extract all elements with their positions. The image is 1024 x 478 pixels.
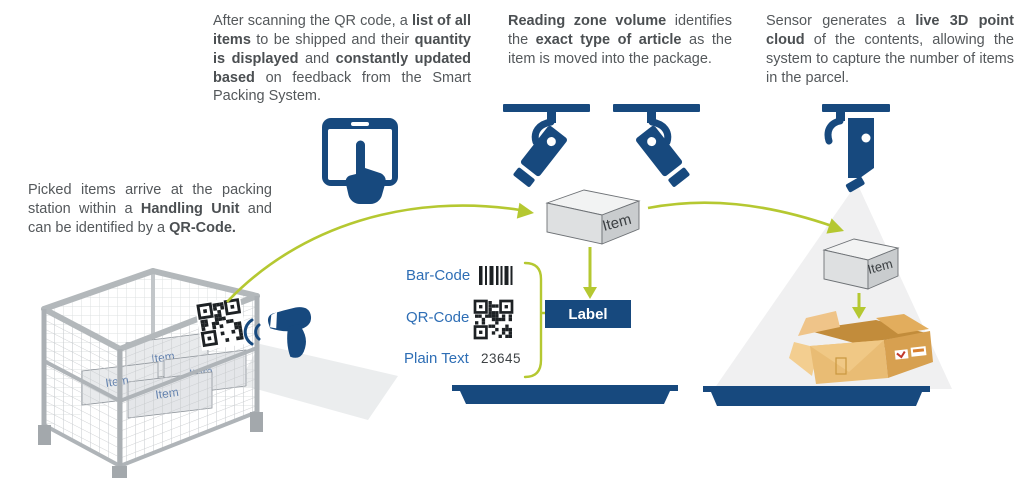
pointing-hand-icon xyxy=(345,140,386,205)
scanner-beam xyxy=(238,344,398,420)
cardboard-box xyxy=(789,311,933,384)
plaintext-row-label: Plain Text xyxy=(404,350,469,367)
item-box-right: Item xyxy=(822,238,900,290)
qr-code-icon xyxy=(473,299,514,340)
cage-legs xyxy=(38,412,263,478)
barcode-icon xyxy=(479,266,513,285)
item-box-middle: Item xyxy=(545,189,641,245)
paragraph-reading-zone-step: Reading zone volume identifies the exact… xyxy=(508,13,733,67)
reading-zone-sensor-icon-left xyxy=(503,104,590,188)
cage-posts xyxy=(41,296,260,468)
packing-table-right xyxy=(703,386,930,406)
flow-arrows xyxy=(226,201,866,319)
reading-zone-sensor-icon-right xyxy=(613,104,700,188)
tablet-touch-icon xyxy=(322,118,398,205)
paragraph-handling-unit-intro: Picked items arrive at the packing stati… xyxy=(28,182,272,236)
arrow-item-to-sensor xyxy=(647,201,833,228)
packing-table-middle xyxy=(452,385,678,404)
barcode-scanner-icon xyxy=(243,307,312,358)
barcode-row-label: Bar-Code xyxy=(406,267,471,284)
item-label: Item xyxy=(601,211,634,235)
arrow-cage-to-item xyxy=(226,204,521,303)
plaintext-value: 23645 xyxy=(481,351,522,366)
tablet-speaker xyxy=(351,122,369,126)
cage-mid-rails xyxy=(43,346,258,468)
paragraph-point-cloud-step: Sensor generates a live 3D point cloud o… xyxy=(766,13,1014,86)
bracket xyxy=(523,261,559,379)
label-box: Label xyxy=(545,300,631,328)
shipping-labels xyxy=(894,346,927,360)
item-label: Item xyxy=(866,256,894,277)
qrcode-row-label: QR-Code xyxy=(406,309,470,326)
paragraph-scan-step: After scanning the QR code, a list of al… xyxy=(213,13,472,105)
point-cloud-sensor-icon xyxy=(822,104,890,193)
cage-qr-code-icon xyxy=(194,296,248,351)
handling-unit-cage: Item Item Item Item xyxy=(38,268,263,478)
